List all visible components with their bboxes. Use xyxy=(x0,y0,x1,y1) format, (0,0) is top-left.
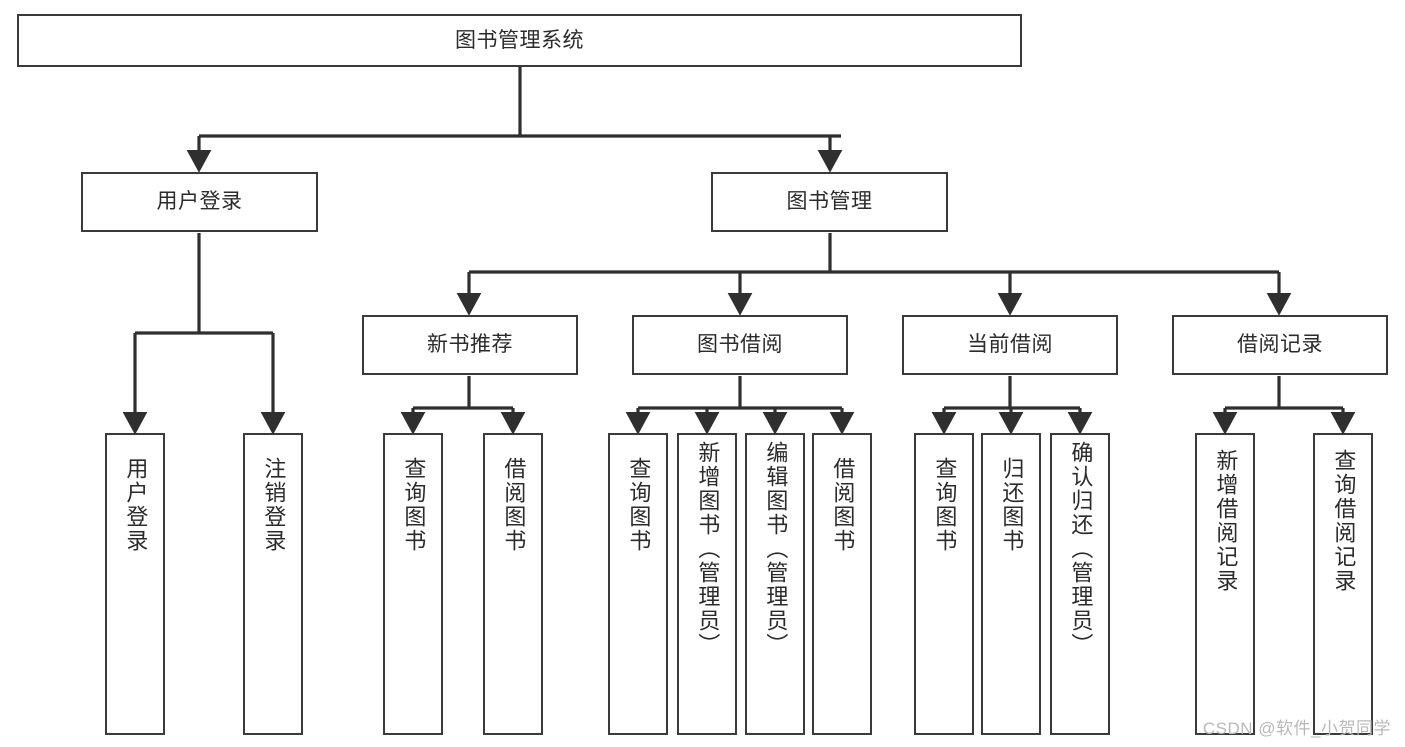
node-label: 确认归还（管理员） xyxy=(1068,441,1094,657)
leaf-new-book-borrow[interactable]: 借阅图书 xyxy=(483,433,543,735)
node-label: 注销登录 xyxy=(261,457,287,553)
node-book-borrow[interactable]: 图书借阅 xyxy=(632,315,848,375)
node-label: 查询图书 xyxy=(626,457,652,553)
leaf-user-login-logout[interactable]: 注销登录 xyxy=(243,433,303,735)
node-borrow-record[interactable]: 借阅记录 xyxy=(1172,315,1388,375)
node-label: 新书推荐 xyxy=(427,333,513,357)
node-label: 借阅记录 xyxy=(1237,333,1323,357)
node-label: 查询图书 xyxy=(401,457,427,553)
node-label: 借阅图书 xyxy=(830,457,856,553)
node-label: 新增图书（管理员） xyxy=(695,441,721,657)
leaf-record-query-record[interactable]: 查询借阅记录 xyxy=(1313,433,1373,735)
leaf-user-login-login[interactable]: 用户登录 xyxy=(105,433,165,735)
node-label: 图书借阅 xyxy=(697,333,783,357)
node-label: 用户登录 xyxy=(123,457,149,553)
node-label: 新增借阅记录 xyxy=(1213,449,1239,593)
node-label: 查询借阅记录 xyxy=(1331,449,1357,593)
leaf-record-add-record[interactable]: 新增借阅记录 xyxy=(1195,433,1255,735)
node-label: 借阅图书 xyxy=(501,457,527,553)
node-book-management[interactable]: 图书管理 xyxy=(711,172,948,232)
node-label: 当前借阅 xyxy=(967,333,1053,357)
node-root-system[interactable]: 图书管理系统 xyxy=(17,14,1022,67)
leaf-current-return-book[interactable]: 归还图书 xyxy=(981,433,1041,735)
node-label: 图书管理系统 xyxy=(455,28,584,52)
node-label: 查询图书 xyxy=(932,457,958,553)
leaf-borrow-add-book-admin[interactable]: 新增图书（管理员） xyxy=(677,433,737,735)
leaf-borrow-borrow-book[interactable]: 借阅图书 xyxy=(812,433,872,735)
leaf-current-confirm-return-admin[interactable]: 确认归还（管理员） xyxy=(1050,433,1110,735)
node-label: 用户登录 xyxy=(156,190,243,214)
leaf-current-query-book[interactable]: 查询图书 xyxy=(914,433,974,735)
node-label: 图书管理 xyxy=(786,190,873,214)
node-label: 归还图书 xyxy=(999,457,1025,553)
leaf-borrow-query-book[interactable]: 查询图书 xyxy=(608,433,668,735)
node-current-borrow[interactable]: 当前借阅 xyxy=(902,315,1118,375)
leaf-borrow-edit-book-admin[interactable]: 编辑图书（管理员） xyxy=(745,433,805,735)
node-new-book-recommend[interactable]: 新书推荐 xyxy=(362,315,578,375)
watermark-text: CSDN @软件_小贺同学 xyxy=(1202,719,1391,738)
node-user-login[interactable]: 用户登录 xyxy=(81,172,318,232)
node-label: 编辑图书（管理员） xyxy=(763,441,789,657)
leaf-new-book-query[interactable]: 查询图书 xyxy=(383,433,443,735)
